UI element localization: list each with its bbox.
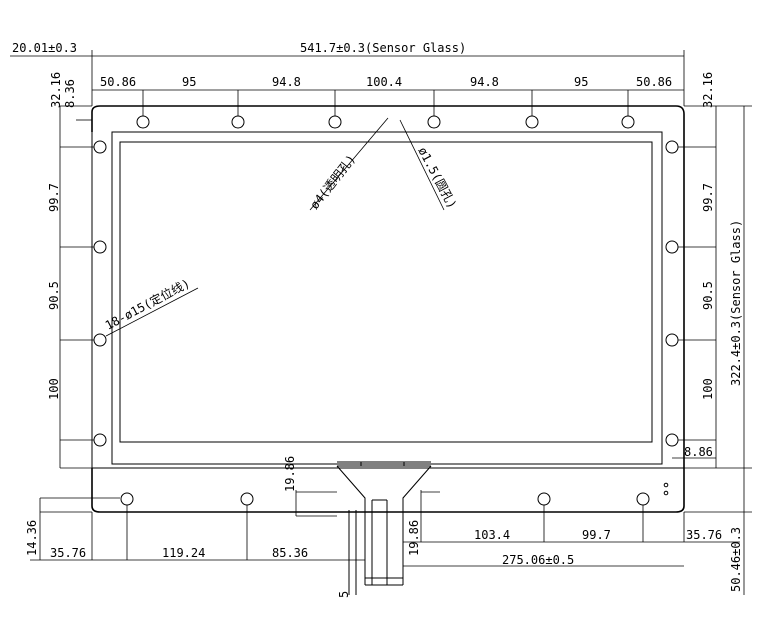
top-dim-7: 50.86 (636, 75, 672, 89)
bottom-left-1: 35.76 (50, 546, 86, 560)
right-side-2: 90.5 (701, 281, 715, 310)
hole-center-a-label: ø4(透明孔) (307, 152, 358, 212)
top-left-vert-2: 8.36 (63, 79, 77, 108)
mini-hole-1 (663, 482, 669, 488)
top-dim-1: 50.86 (100, 75, 136, 89)
top-dim-3: 94.8 (272, 75, 301, 89)
top-left-vert-1: 32.16 (49, 72, 63, 108)
hole-top-2 (231, 115, 245, 129)
right-side-3: 100 (701, 378, 715, 400)
bottom-total-label: 275.06±0.5 (502, 553, 574, 567)
hole-right-4 (665, 433, 679, 447)
hole-left-label: 18-ø15(定位线) (102, 275, 192, 332)
bottom-height-label: 50.46±0.3 (729, 527, 743, 592)
top-width-label: 541.7±0.3(Sensor Glass) (300, 41, 466, 55)
bottom-left-vert: 14.36 (25, 520, 39, 556)
active-area (119, 141, 653, 443)
hole-right-1 (665, 140, 679, 154)
right-side-1: 99.7 (701, 183, 715, 212)
hole-right-3 (665, 333, 679, 347)
hole-bottom-4 (636, 492, 650, 506)
hole-bottom-1 (120, 492, 134, 506)
left-side-1: 99.7 (47, 183, 61, 212)
fpc-width-small: 5 (337, 591, 351, 598)
hole-bottom-3 (537, 492, 551, 506)
top-dim-5: 94.8 (470, 75, 499, 89)
bottom-left-3: 85.36 (272, 546, 308, 560)
height-total-label: 322.4±0.3(Sensor Glass) (729, 220, 743, 386)
fpc-lower-gap: 19.86 (407, 520, 421, 556)
top-dim-6: 95 (574, 75, 588, 89)
bottom-right-2: 99.7 (582, 528, 611, 542)
fpc-upper-gap: 19.86 (283, 456, 297, 492)
bottom-left-2: 119.24 (162, 546, 205, 560)
positioning-holes (93, 115, 679, 506)
hole-bottom-2 (240, 492, 254, 506)
top-dim-2: 95 (182, 75, 196, 89)
hole-center-b-label: ø1.5(圆孔) (415, 145, 459, 211)
hole-top-4 (427, 115, 441, 129)
left-side-3: 100 (47, 378, 61, 400)
hole-top-1 (136, 115, 150, 129)
hole-top-5 (525, 115, 539, 129)
hole-top-6 (621, 115, 635, 129)
top-right-vert: 32.16 (701, 72, 715, 108)
bottom-right-3: 35.76 (686, 528, 722, 542)
right-bottom-label: 8.86 (684, 445, 713, 459)
mini-hole-2 (663, 490, 669, 496)
left-side-2: 90.5 (47, 281, 61, 310)
hole-left-2 (93, 240, 107, 254)
hole-right-2 (665, 240, 679, 254)
dimension-lines (10, 50, 752, 595)
hole-left-1 (93, 140, 107, 154)
top-dim-4: 100.4 (366, 75, 402, 89)
hole-center-marks (60, 90, 716, 560)
fpc-tail (336, 461, 432, 595)
frame-outer (111, 131, 663, 465)
hole-left-3 (93, 333, 107, 347)
bottom-right-1: 103.4 (474, 528, 510, 542)
hole-left-4 (93, 433, 107, 447)
outer-glass-outline (91, 105, 685, 513)
left-offset-label: 20.01±0.3 (12, 41, 77, 55)
hole-top-3 (328, 115, 342, 129)
